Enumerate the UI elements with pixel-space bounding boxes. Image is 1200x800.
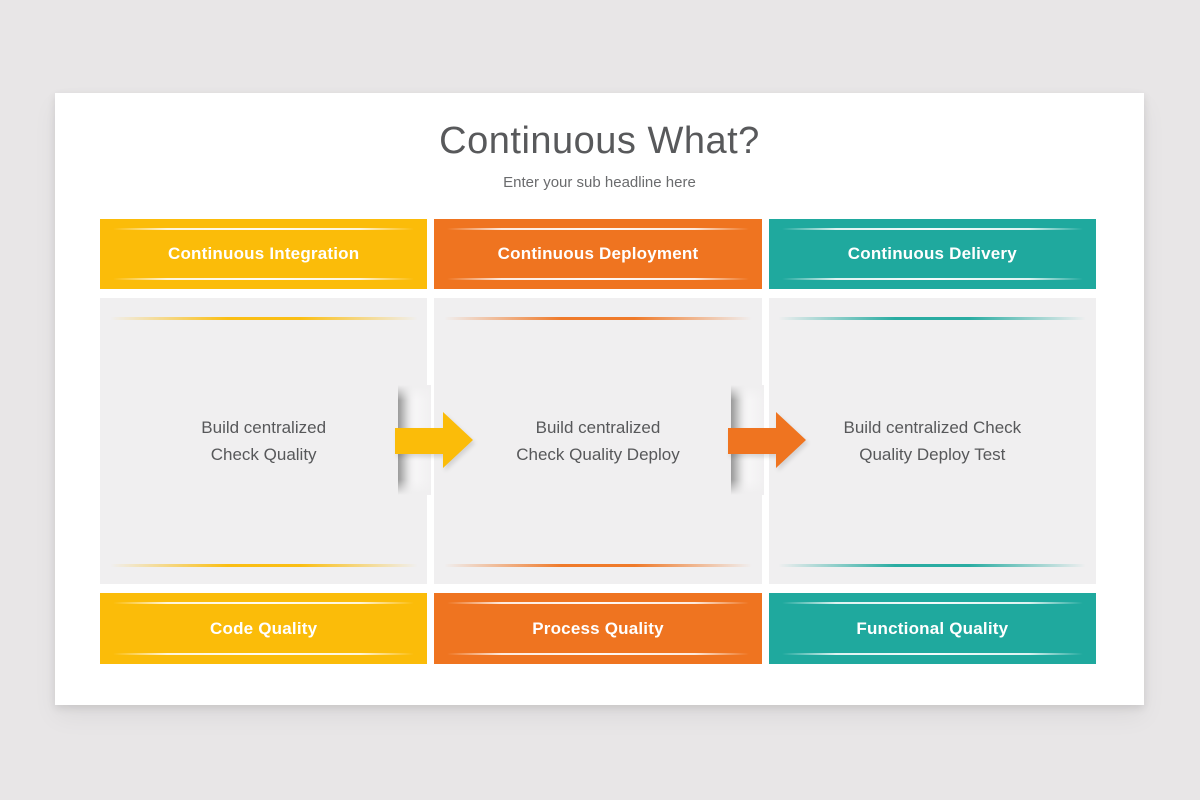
- accent-line-bottom: [444, 564, 752, 567]
- footer-bar-process-quality: Process Quality: [434, 593, 762, 664]
- slide-card: Continuous What? Enter your sub headline…: [55, 93, 1144, 705]
- header-bar-continuous-delivery: Continuous Delivery: [768, 219, 1096, 289]
- footer-label: Functional Quality: [856, 618, 1009, 638]
- body-panel-integration: Build centralized Check Quality: [100, 298, 428, 584]
- highlight-line-bottom: [447, 653, 749, 655]
- body-text-line: Build centralized: [535, 418, 661, 437]
- header-label: Continuous Delivery: [847, 244, 1017, 263]
- highlight-line-bottom: [113, 278, 415, 280]
- highlight-line-bottom: [781, 278, 1083, 280]
- highlight-line-bottom: [781, 653, 1083, 655]
- highlight-line-bottom: [113, 653, 415, 655]
- right-arrow-icon: [728, 412, 806, 468]
- body-text-line: Build centralized Check: [843, 418, 1022, 437]
- highlight-line-top: [113, 602, 415, 604]
- body-panel-deployment: Build centralized Check Quality Deploy: [434, 298, 762, 584]
- highlight-line-top: [781, 602, 1083, 604]
- right-arrow-icon: [395, 412, 473, 468]
- accent-line-bottom: [778, 564, 1087, 567]
- body-text-line: Build centralized: [201, 418, 327, 437]
- highlight-line-bottom: [447, 278, 749, 280]
- footer-bar-functional-quality: Functional Quality: [768, 593, 1096, 664]
- slide-title: Continuous What?: [439, 120, 760, 162]
- footer-label: Code Quality: [210, 618, 318, 638]
- highlight-line-top: [447, 228, 749, 230]
- header-label: Continuous Integration: [167, 244, 360, 263]
- accent-line-top: [778, 317, 1087, 320]
- body-text: Build centralized Check Quality: [201, 414, 326, 468]
- accent-line-top: [109, 317, 418, 320]
- body-text-line: Check Quality Deploy: [516, 445, 680, 464]
- header-bar-continuous-integration: Continuous Integration: [100, 219, 428, 289]
- body-panel-delivery: Build centralized Check Quality Deploy T…: [768, 298, 1096, 584]
- flow-arrow-deployment-to-delivery: [728, 412, 806, 468]
- accent-line-top: [444, 317, 752, 320]
- header-label: Continuous Deployment: [497, 244, 699, 263]
- highlight-line-top: [113, 228, 415, 230]
- body-text: Build centralized Check Quality Deploy: [516, 414, 679, 468]
- body-text: Build centralized Check Quality Deploy T…: [844, 414, 1022, 468]
- accent-line-bottom: [109, 564, 418, 567]
- highlight-line-top: [447, 602, 749, 604]
- body-text-line: Check Quality: [210, 445, 317, 464]
- slide-subtitle: Enter your sub headline here: [503, 174, 696, 191]
- flow-arrow-integration-to-deployment: [395, 412, 473, 468]
- highlight-line-top: [781, 228, 1083, 230]
- body-text-line: Quality Deploy Test: [859, 445, 1006, 464]
- footer-label: Process Quality: [532, 618, 664, 638]
- footer-bar-code-quality: Code Quality: [100, 593, 428, 664]
- header-bar-continuous-deployment: Continuous Deployment: [434, 219, 762, 289]
- process-diagram: Continuous Integration Continuous Deploy…: [100, 219, 1096, 664]
